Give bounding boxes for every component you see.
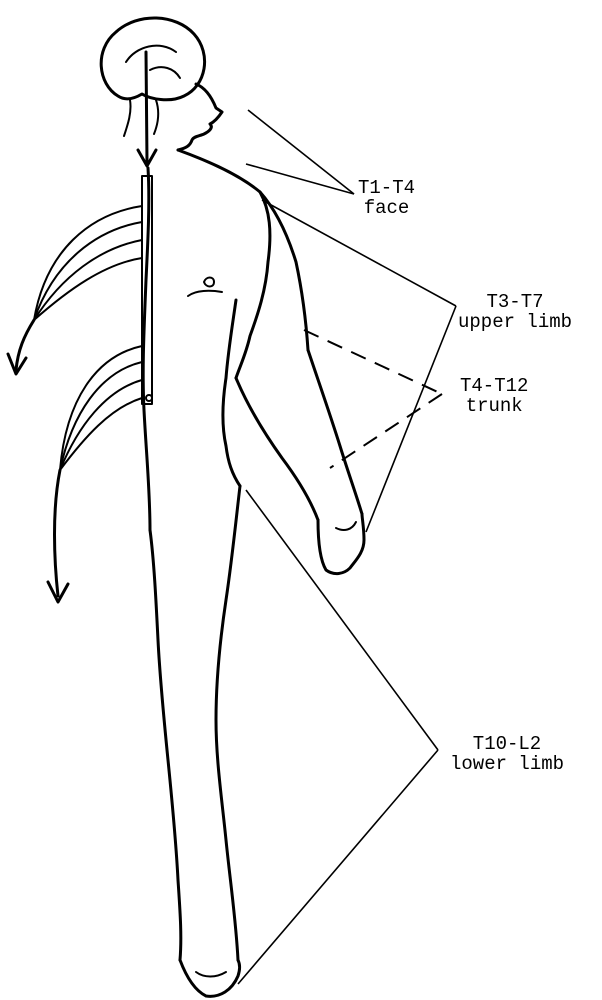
label-face: T1-T4 face [358,178,415,218]
lower-limb-leader-lines [238,490,438,984]
label-lower-limb-region: lower limb [450,754,564,774]
label-upper-limb-segments: T3-T7 [458,292,572,312]
label-face-segments: T1-T4 [358,178,415,198]
label-lower-limb-segments: T10-L2 [450,734,564,754]
label-trunk-region: trunk [460,396,528,416]
lower-outflow-arrow [48,346,142,602]
label-upper-limb-region: upper limb [458,312,572,332]
label-upper-limb: T3-T7 upper limb [458,292,572,332]
brain-icon [101,18,204,136]
label-face-region: face [358,198,415,218]
label-trunk: T4-T12 trunk [460,376,528,416]
face-leader-lines [246,110,354,194]
upper-outflow-arrow [8,206,142,374]
label-lower-limb: T10-L2 lower limb [450,734,564,774]
label-trunk-segments: T4-T12 [460,376,528,396]
human-body-outline [143,84,364,996]
